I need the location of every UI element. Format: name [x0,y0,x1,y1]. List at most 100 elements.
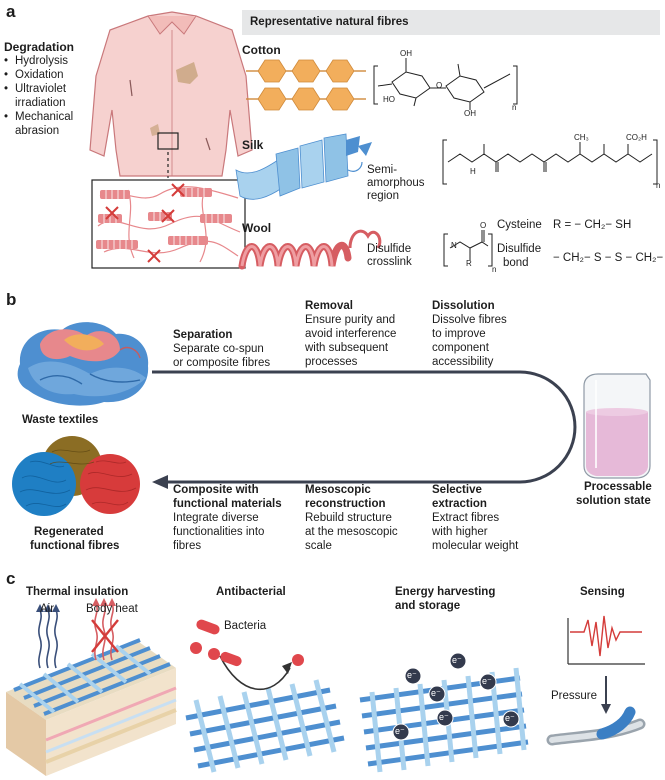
shirt-illustration [89,11,253,178]
step-composite-desc: fibres [173,540,202,552]
chem-n-label: n [492,265,497,274]
fibre-zoom-box [91,179,246,269]
chem-nh-label: N [451,241,457,250]
disulfide-bond-line: bond [503,257,529,269]
cotton-label: Cotton [242,43,281,57]
beaker-illustration [583,373,651,479]
degradation-item: irradiation [15,97,66,109]
step-selective-desc: molecular weight [432,540,519,552]
step-composite-title: Composite with [173,484,259,496]
step-selective-desc: with higher [432,526,488,538]
degradation-item: Hydrolysis [15,55,69,67]
degradation-bullet: • [4,69,9,81]
electron-label: e⁻ [452,655,462,665]
bacteria-label: Bacteria [224,620,267,632]
degradation-item: Ultraviolet [15,83,67,95]
chem-ch3-label: CH₃ [574,133,589,142]
process-loop-arrow [152,370,577,484]
blocked-x-icon [91,619,119,653]
step-removal-desc: processes [305,356,358,368]
waste-textiles-label: Waste textiles [22,414,99,426]
panel-b-label: b [6,290,17,309]
regenerated-label-line: functional fibres [30,540,120,552]
wool-label: Wool [242,221,272,235]
arrow-head-icon [152,475,168,489]
electron-label: e⁻ [505,713,515,723]
step-mesoscopic-title: reconstruction [305,498,386,510]
step-dissolution-desc: component [432,342,489,354]
silk-region-line: amorphous [367,177,425,189]
silk-label: Silk [242,138,264,152]
break-x-icon [105,183,185,263]
wool-polymer-structure [443,230,493,267]
chem-o-label: O [480,221,487,230]
regenerated-label-line: Regenerated [34,526,104,538]
degradation-bullet: • [4,111,9,123]
silk-polymer-structure [442,139,658,185]
bacteria-icon [190,619,304,667]
chem-o-label: O [436,81,443,90]
step-removal-desc: with subsequent [305,342,389,354]
step-dissolution-desc: accessibility [432,356,494,368]
thermal-insulation-illustration [6,598,177,776]
step-dissolution-title: Dissolution [432,300,495,312]
step-selective-title: Selective [432,484,482,496]
waste-textiles-illustration [17,322,149,406]
step-mesoscopic-desc: at the mesoscopic [305,526,398,538]
electron-label: e⁻ [439,712,449,722]
panel-a-label: a [6,2,16,21]
antibacterial-mesh-illustration [185,619,345,773]
electron-label: e⁻ [482,676,492,686]
degradation-title: Degradation [4,40,75,54]
chem-oh-label: OH [464,109,476,118]
step-composite-desc: Integrate diverse [173,512,259,524]
cysteine-label: Cysteine [497,219,542,231]
chem-h-label: H [470,167,476,176]
step-mesoscopic-desc: Rebuild structure [305,512,392,524]
silk-region-line: Semi- [367,164,398,176]
thermal-title: Thermal insulation [26,586,129,598]
silk-region-line: region [367,190,399,202]
energy-title: and storage [395,600,461,612]
step-selective-desc: Extract fibres [432,512,500,524]
step-separation-desc: or composite fibres [173,357,271,369]
step-dissolution-desc: Dissolve fibres [432,314,507,326]
step-removal-desc: avoid interference [305,328,397,340]
disulfide-formula: − CH₂− S − S − CH₂− [553,252,664,264]
step-dissolution-desc: to improve [432,328,486,340]
electron-label: e⁻ [407,670,417,680]
chem-oh-label: OH [400,49,412,58]
regenerated-fibres-illustration [12,436,140,516]
wool-crosslink-line: Disulfide [367,243,412,255]
disulfide-bond-line: Disulfide [497,243,542,255]
energy-mesh-illustration [359,652,529,773]
wool-helix-icon [238,229,382,270]
air-label: Air [40,603,55,615]
fibres-header: Representative natural fibres [250,16,409,28]
degradation-bullet: • [4,83,9,95]
chem-n-label: n [656,181,661,190]
wool-crosslink-line: crosslink [367,256,412,268]
electron-label: e⁻ [431,688,441,698]
body-heat-label: Body heat [86,603,138,615]
processable-label-line: solution state [576,495,651,507]
step-separation-desc: Separate co-spun [173,343,264,355]
degradation-item: Oxidation [15,69,64,81]
electron-icon [392,652,520,741]
degradation-bullet: • [4,55,9,67]
electron-label: e⁻ [395,726,405,736]
step-separation-title: Separation [173,329,233,341]
chem-n-label: n [512,103,517,112]
step-removal-title: Removal [305,300,353,312]
step-selective-title: extraction [432,498,487,510]
degradation-item: abrasion [15,125,60,137]
pressure-label: Pressure [551,690,598,702]
sensing-illustration [546,615,646,746]
antibacterial-title: Antibacterial [216,586,286,598]
processable-label-line: Processable [584,481,652,493]
step-composite-desc: functionalities into [173,526,265,538]
energy-title: Energy harvesting [395,586,496,598]
